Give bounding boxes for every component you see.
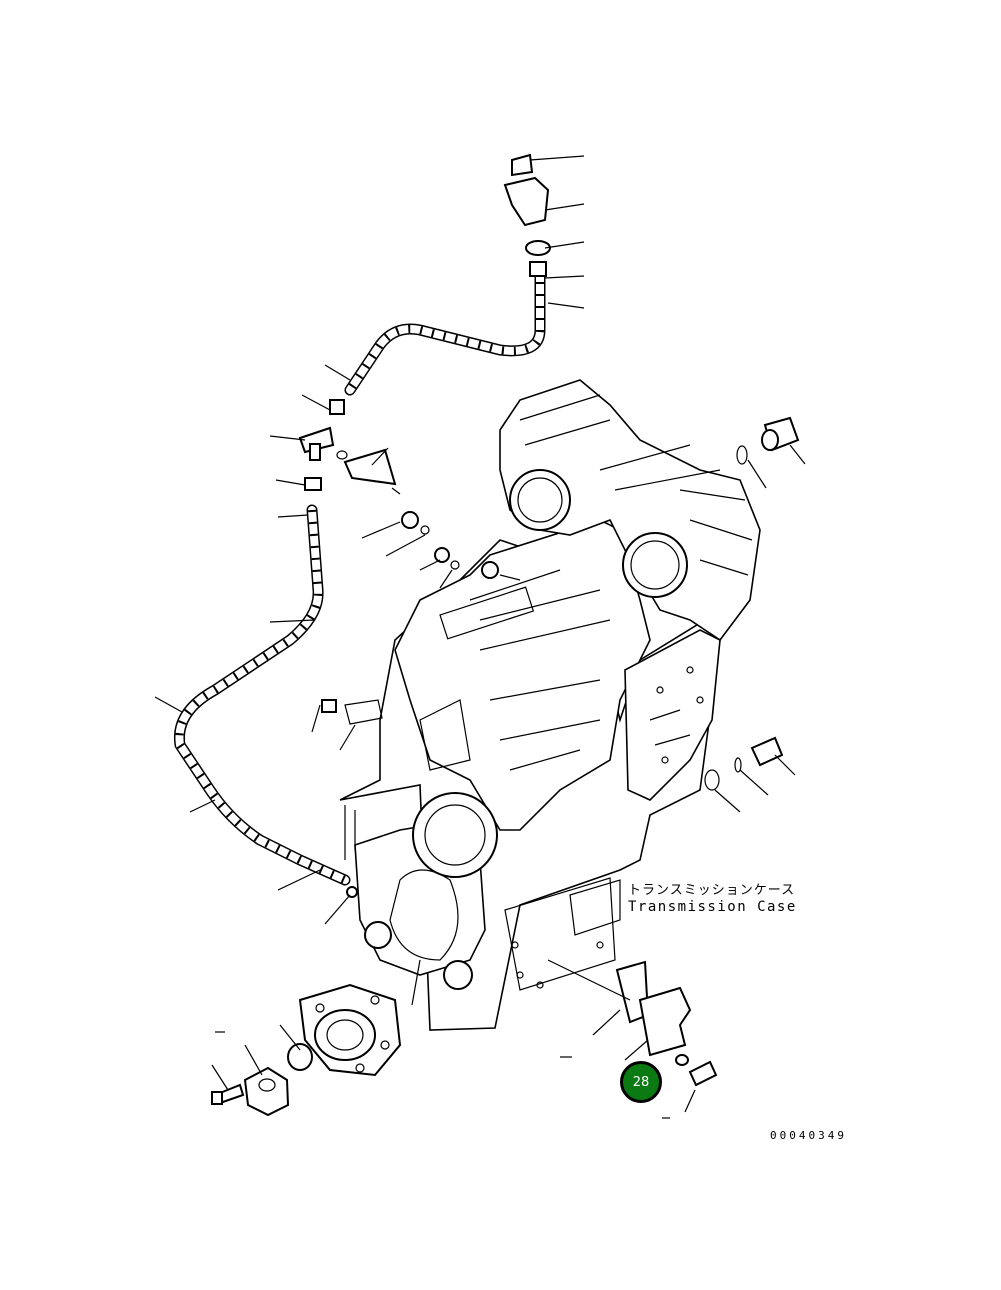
callout-number: 28 xyxy=(632,1074,650,1090)
diagram-title-japanese: トランスミッションケース xyxy=(628,883,796,898)
breather-cap xyxy=(503,153,551,277)
part-callout-28[interactable]: 28 xyxy=(620,1061,662,1103)
hose-fittings xyxy=(298,399,521,898)
bracket-assembly xyxy=(615,960,718,1087)
oil-hose xyxy=(173,504,351,886)
drawing-number: 00040349 xyxy=(770,1129,847,1142)
right-fittings xyxy=(704,416,800,791)
breather-hose xyxy=(344,264,546,396)
leader-lines xyxy=(154,155,806,1119)
transmission-case xyxy=(339,379,761,1031)
diagram-title-english: Transmission Case xyxy=(628,899,797,915)
cover-parts xyxy=(211,983,402,1117)
